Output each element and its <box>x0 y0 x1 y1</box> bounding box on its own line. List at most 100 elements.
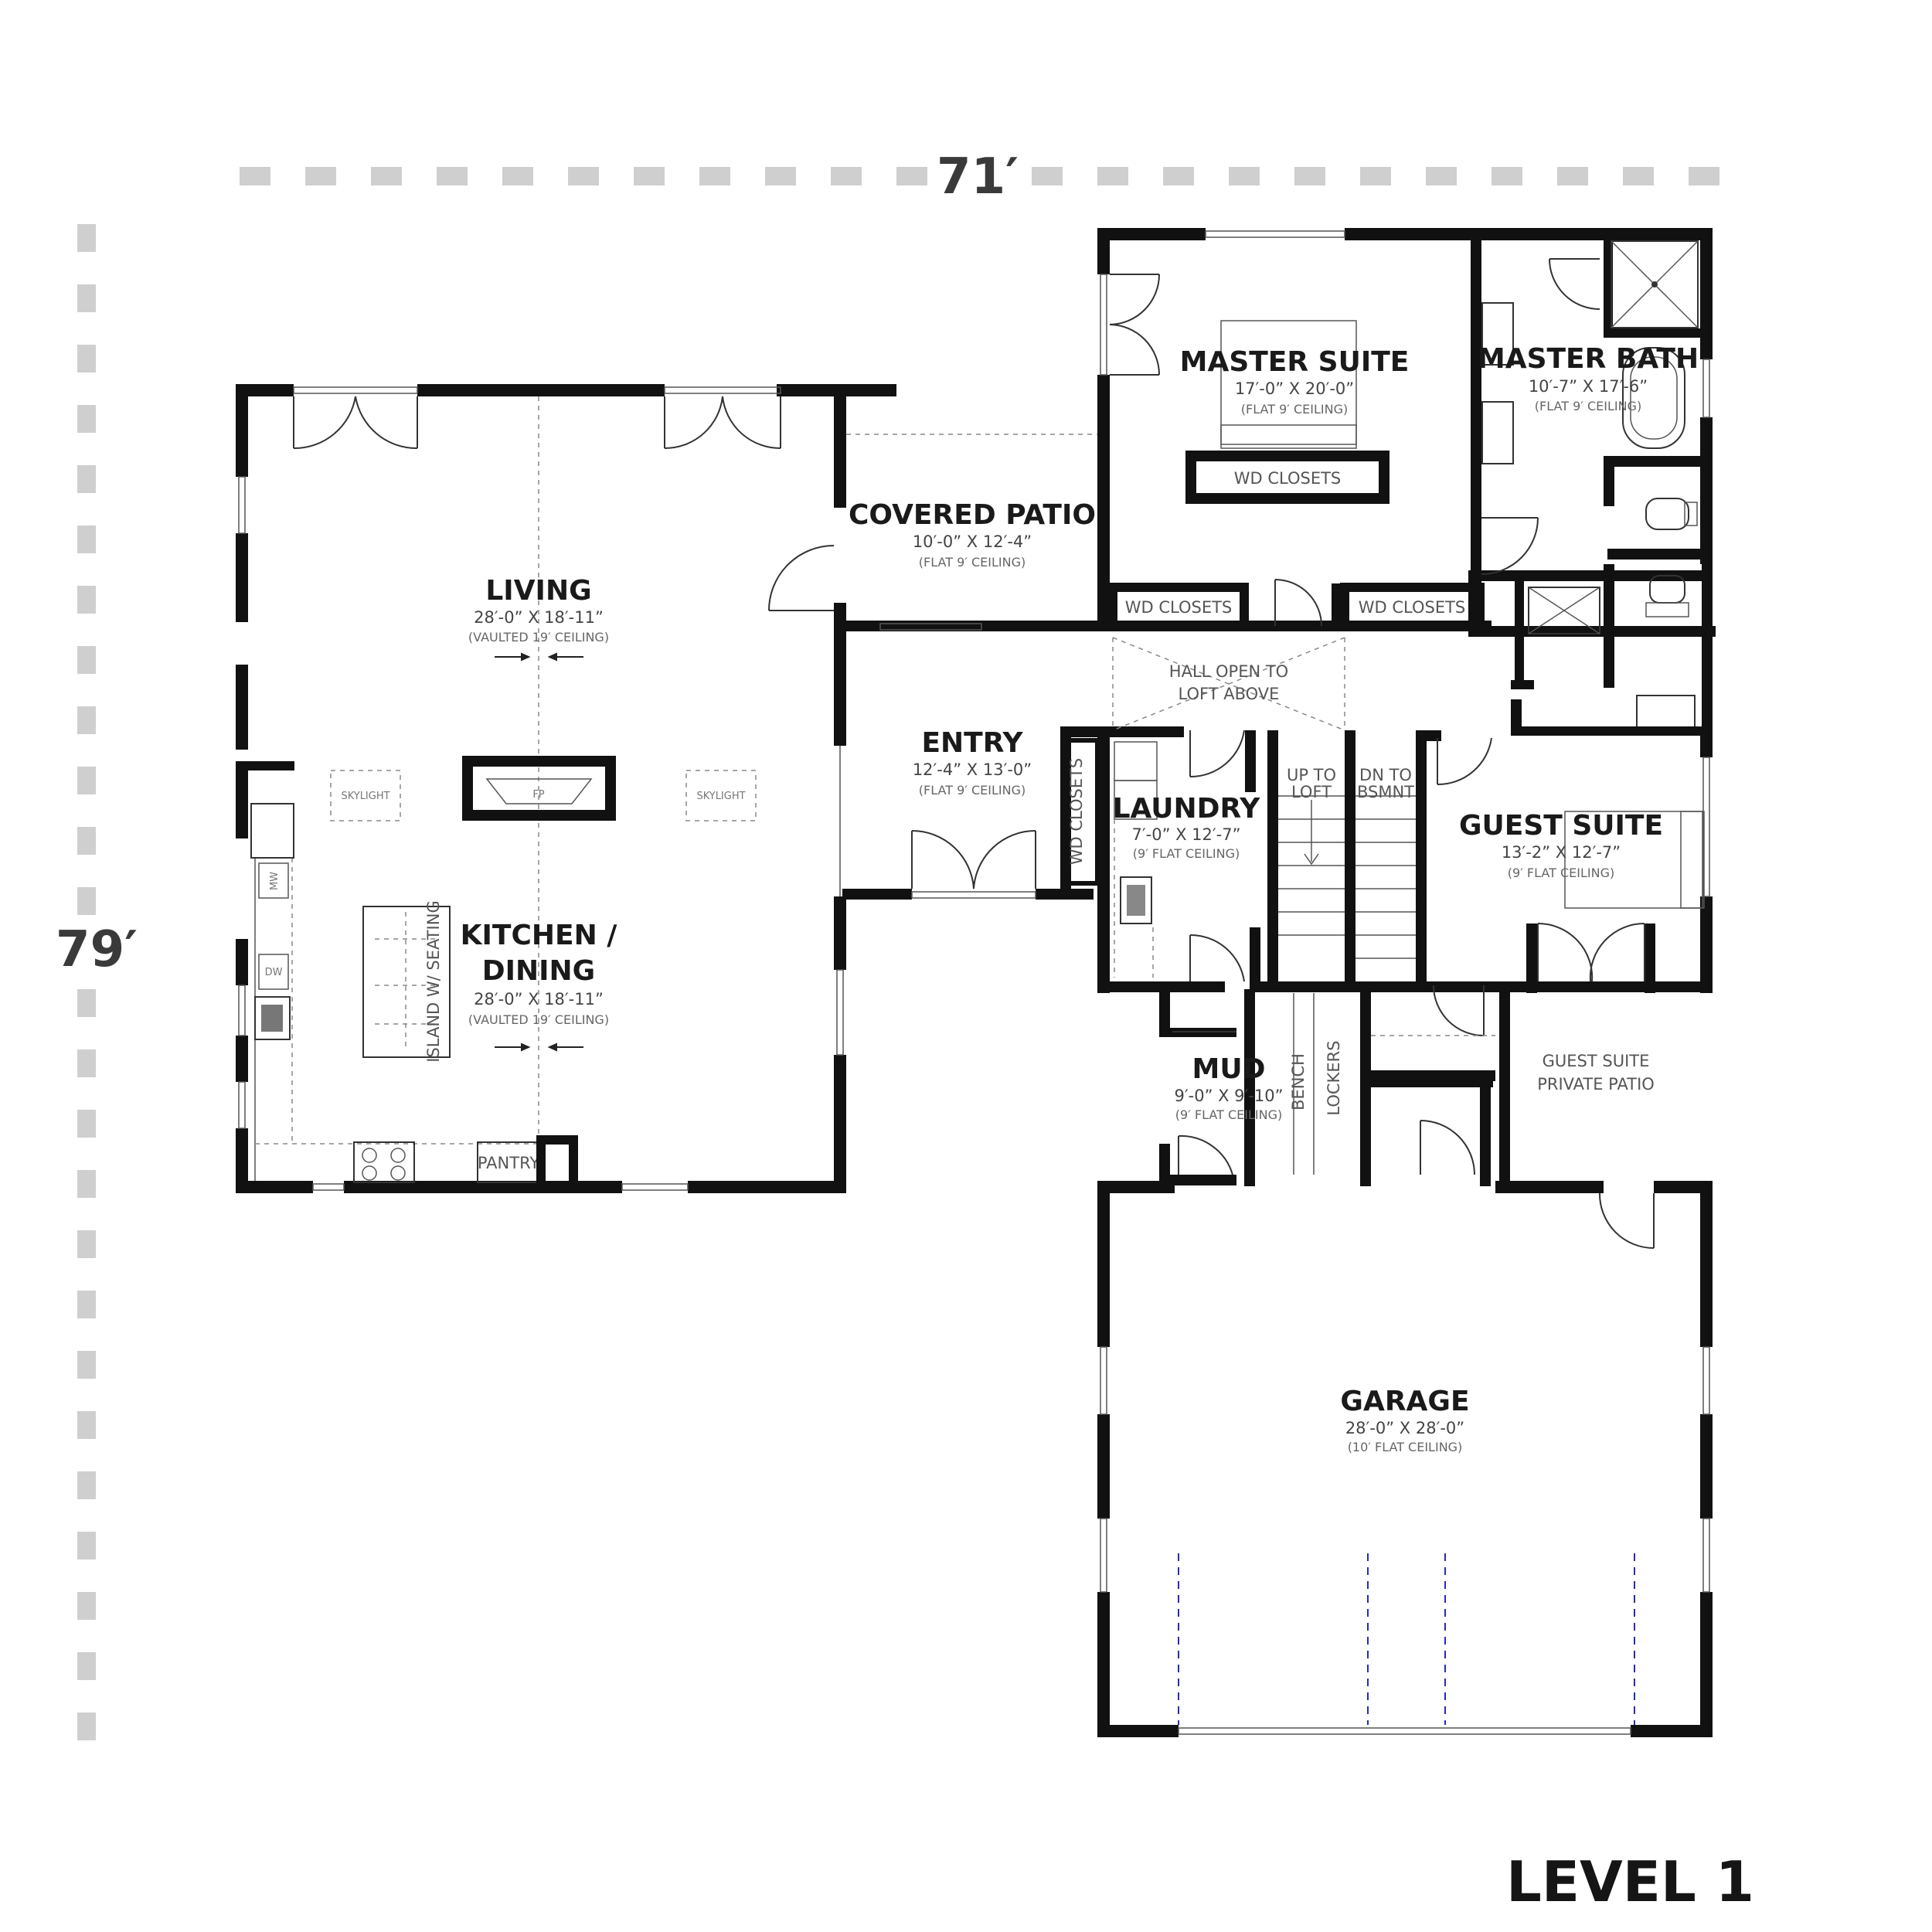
mud-doors[interactable] <box>1172 1031 1495 1175</box>
living-name: LIVING <box>485 575 591 607</box>
entry-size: 12′-4” X 13′-0” <box>913 760 1032 779</box>
guest-suite-size: 13′-2” X 12′-7” <box>1502 843 1621 862</box>
room-master-bath: MASTER BATH 10′-7” X 17′-6” (FLAT 9′ CEI… <box>1478 343 1699 413</box>
island-label: ISLAND W/ SEATING <box>424 900 443 1062</box>
stairs-up-line2: LOFT <box>1291 783 1332 801</box>
master-suite-name: MASTER SUITE <box>1180 346 1410 378</box>
entry-front-doors[interactable] <box>911 829 1036 889</box>
master-wd-closets-label: WD CLOSETS <box>1234 469 1342 488</box>
stairs: UP TO LOFT DN TO BSMNT <box>1278 766 1416 959</box>
room-guest-suite: GUEST SUITE 13′-2” X 12′-7” (9′ FLAT CEI… <box>1459 810 1663 880</box>
master-doors[interactable] <box>1109 258 1600 575</box>
kitchen-island: ISLAND W/ SEATING <box>362 900 451 1063</box>
mud-name: MUD <box>1192 1053 1266 1085</box>
room-entry: ENTRY 12′-4” X 13′-0” (FLAT 9′ CEILING) <box>913 727 1032 798</box>
kitchen-name-line1: KITCHEN / <box>461 920 618 951</box>
master-bath-name: MASTER BATH <box>1478 343 1699 375</box>
mud-ceiling: (9′ FLAT CEILING) <box>1175 1107 1282 1122</box>
skylight-left: SKYLIGHT <box>330 770 401 821</box>
kitchen-ceiling: (VAULTED 19′ CEILING) <box>468 1012 609 1027</box>
guest-suite-name: GUEST SUITE <box>1459 810 1663 842</box>
master-suite-ceiling: (FLAT 9′ CEILING) <box>1241 402 1348 417</box>
shower-guest <box>1528 575 1696 731</box>
guest-patio-line2: PRIVATE PATIO <box>1537 1075 1655 1094</box>
master-walls <box>1097 228 1713 630</box>
covered-patio-outline <box>834 434 1105 631</box>
mud-walls <box>1159 981 1510 1186</box>
hall-open-line2: LOFT ABOVE <box>1179 685 1280 703</box>
bench-label: BENCH <box>1289 1053 1308 1111</box>
fireplace: FP <box>462 756 616 821</box>
skylight-right: SKYLIGHT <box>685 770 757 821</box>
master-bath-fixtures <box>1481 240 1699 530</box>
entry-wd-closets: WD CLOSETS <box>1060 738 1100 886</box>
guest-private-patio: GUEST SUITE PRIVATE PATIO <box>1537 1052 1655 1094</box>
room-covered-patio: COVERED PATIO 10′-0” X 12′-4” (FLAT 9′ C… <box>849 499 1096 570</box>
covered-patio-size: 10′-0” X 12′-4” <box>913 532 1032 551</box>
guest-suite-ceiling: (9′ FLAT CEILING) <box>1508 866 1614 880</box>
garage-windows <box>1100 1346 1710 1735</box>
room-garage: GARAGE 28′-0” X 28′-0” (10′ FLAT CEILING… <box>1340 1386 1469 1454</box>
covered-patio-name: COVERED PATIO <box>849 499 1096 531</box>
living-patio-doors[interactable] <box>293 396 781 450</box>
living-ceiling: (VAULTED 19′ CEILING) <box>468 630 609 645</box>
level-label: LEVEL 1 <box>1506 1849 1754 1914</box>
svg-text:SKYLIGHT: SKYLIGHT <box>696 791 745 802</box>
bench-lockers: BENCH LOCKERS <box>1289 993 1343 1175</box>
laundry-doors[interactable] <box>1189 730 1245 982</box>
wd-closets-left-label: WD CLOSETS <box>1125 598 1233 617</box>
living-side-door[interactable] <box>768 545 835 611</box>
hall-door[interactable] <box>1274 579 1322 627</box>
laundry-walls <box>1097 730 1441 992</box>
stairs-dn-line1: DN TO <box>1359 766 1412 784</box>
room-laundry: LAUNDRY 7′-0” X 12′-7” (9′ FLAT CEILING) <box>1113 793 1261 861</box>
pantry-label: PANTRY <box>478 1154 539 1172</box>
mud-size: 9′-0” X 9′-10” <box>1175 1087 1284 1105</box>
svg-text:SKYLIGHT: SKYLIGHT <box>341 791 389 802</box>
depth-dimension-label: 79′ <box>56 921 138 978</box>
vault-arrows <box>495 652 583 1052</box>
pantry: PANTRY <box>477 1135 578 1191</box>
entry-name: ENTRY <box>921 727 1023 759</box>
master-suite-size: 17′-0” X 20′-0” <box>1235 379 1354 398</box>
garage-size: 28′-0” X 28′-0” <box>1345 1419 1464 1437</box>
width-dimension-line <box>240 167 1719 185</box>
laundry-fixtures <box>1114 741 1158 978</box>
guest-doors[interactable] <box>1433 737 1645 1036</box>
garage-ceiling: (10′ FLAT CEILING) <box>1348 1440 1463 1454</box>
kitchen-name-line2: DINING <box>482 955 595 987</box>
guest-window <box>1702 757 1710 897</box>
guest-patio-line1: GUEST SUITE <box>1543 1052 1650 1070</box>
room-mud: MUD 9′-0” X 9′-10” (9′ FLAT CEILING) <box>1175 1053 1284 1122</box>
wd-closets-right-label: WD CLOSETS <box>1359 598 1466 617</box>
hall-open-to-loft: HALL OPEN TO LOFT ABOVE <box>1112 637 1345 731</box>
master-bed <box>1220 320 1357 449</box>
mw-label: MW <box>269 872 281 890</box>
depth-dimension-line <box>77 224 96 1740</box>
master-bath-size: 10′-7” X 17′-6” <box>1529 377 1648 396</box>
entry-walls <box>842 726 1184 993</box>
laundry-name: LAUNDRY <box>1113 793 1261 825</box>
dw-label: DW <box>265 967 283 978</box>
width-dimension-label: 71′ <box>937 148 1019 206</box>
living-kitchen-walls <box>236 384 896 1193</box>
guest-bed <box>1564 811 1705 909</box>
stairs-up-line1: UP TO <box>1287 766 1336 784</box>
room-kitchen-dining: KITCHEN / DINING 28′-0” X 18′-11” (VAULT… <box>461 920 618 1027</box>
garage-walls <box>1097 1181 1713 1737</box>
entry-ceiling: (FLAT 9′ CEILING) <box>919 783 1026 798</box>
kitchen-counters: MW DW <box>248 761 545 1183</box>
master-windows <box>1100 230 1710 418</box>
garage-side-door[interactable] <box>1598 1192 1655 1249</box>
living-size: 28′-0” X 18′-11” <box>474 608 604 627</box>
master-wd-closet-right: WD CLOSETS <box>1340 583 1485 631</box>
hall-open-line1: HALL OPEN TO <box>1169 662 1288 681</box>
living-windows <box>238 386 844 1191</box>
lockers-label: LOCKERS <box>1325 1040 1343 1115</box>
stairs-dn-line2: BSMNT <box>1357 783 1414 801</box>
kitchen-size: 28′-0” X 18′-11” <box>474 990 604 1009</box>
garage-name: GARAGE <box>1340 1386 1469 1417</box>
covered-patio-ceiling: (FLAT 9′ CEILING) <box>919 555 1026 570</box>
fireplace-label: FP <box>532 789 544 801</box>
